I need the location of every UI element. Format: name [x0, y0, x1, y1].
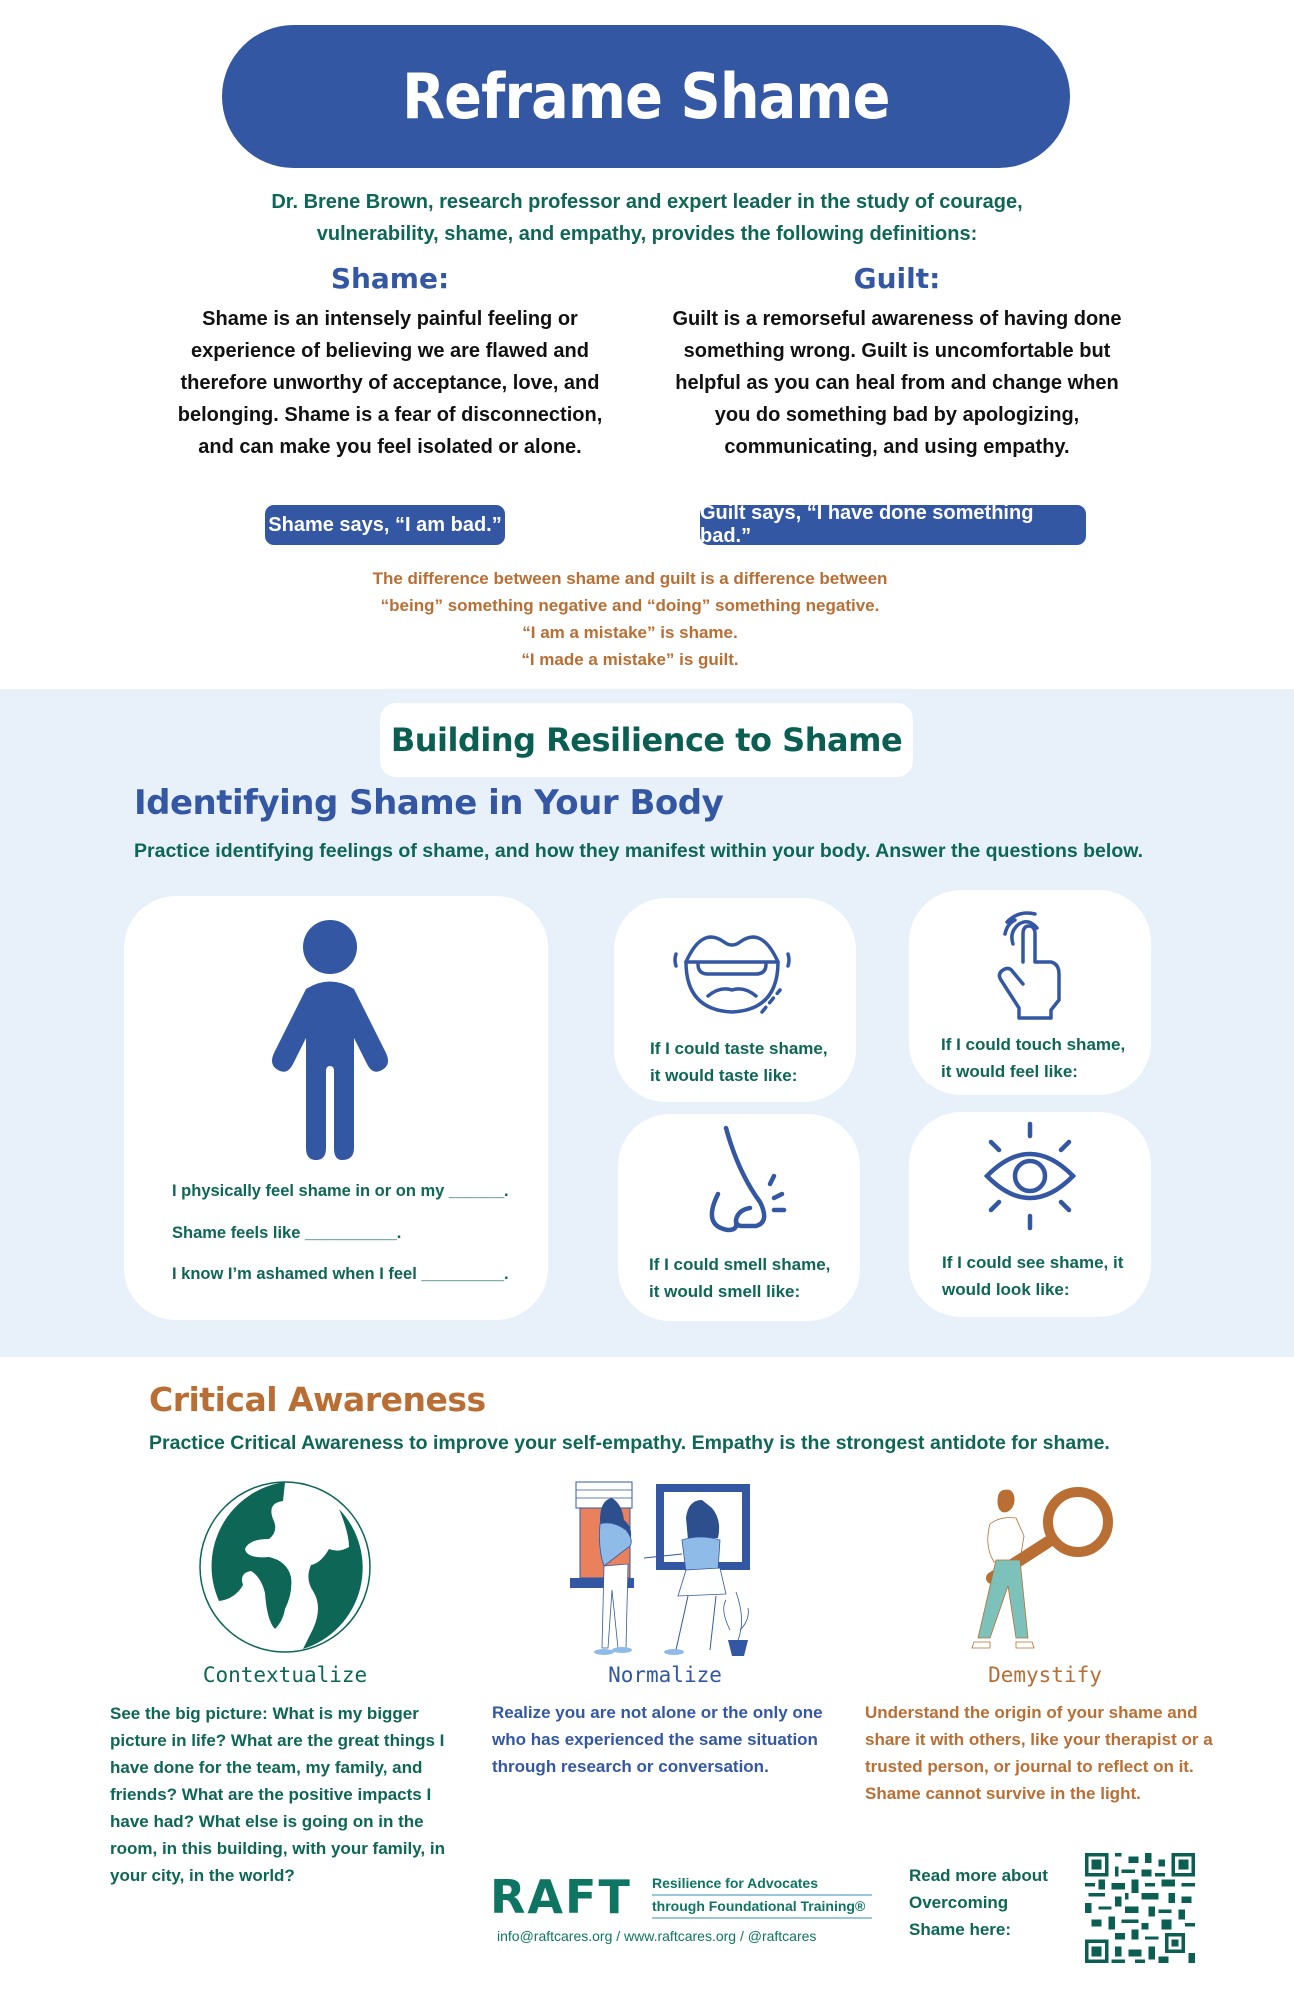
- guilt-definition: Guilt: Guilt is a remorseful awareness o…: [662, 262, 1132, 463]
- intro-line: Dr. Brene Brown, research professor and …: [271, 191, 1023, 213]
- read-more-line: Shame here:: [909, 1920, 1012, 1939]
- touch-line-1: If I could touch shame,: [941, 1035, 1126, 1054]
- shame-line: therefore unworthy of acceptance, love, …: [180, 372, 600, 394]
- touch-hand-icon: [997, 908, 1069, 1020]
- demystify-line: trusted person, or journal to reflect on…: [865, 1757, 1194, 1776]
- raft-tagline: Resilience for Advocates through Foundat…: [652, 1873, 872, 1919]
- contextualize-title: Contextualize: [202, 1663, 368, 1687]
- normalize-line: who has experienced the same situation: [492, 1730, 818, 1749]
- see-line-2: would look like:: [942, 1280, 1070, 1299]
- shame-definition: Shame: Shame is an intensely painful fee…: [160, 262, 620, 463]
- guilt-line: helpful as you can heal from and change …: [675, 372, 1119, 394]
- shame-says-badge: Shame says, “I am bad.”: [265, 505, 505, 545]
- contextualize-line: friends? What are the positive impacts I: [110, 1785, 432, 1804]
- critical-heading: Critical Awareness: [149, 1380, 486, 1419]
- touch-card: If I could touch shame, it would feel li…: [909, 890, 1151, 1095]
- contact-links[interactable]: info@raftcares.org / www.raftcares.org /…: [497, 1928, 817, 1944]
- normalize-text: Realize you are not alone or the only on…: [492, 1699, 823, 1780]
- tagline-divider: [652, 1894, 872, 1896]
- contextualize-line: have done for the team, my family, and: [110, 1758, 423, 1777]
- two-people-talking-icon: [570, 1480, 750, 1656]
- demystify-line: share it with others, like your therapis…: [865, 1730, 1213, 1749]
- contextualize-line: picture in life? What are the great thin…: [110, 1731, 445, 1750]
- demystify-title: Demystify: [988, 1663, 1102, 1687]
- shame-line: experience of believing we are flawed an…: [191, 340, 589, 362]
- intro-line: vulnerability, shame, and empathy, provi…: [316, 223, 978, 245]
- tagline-line-1: Resilience for Advocates: [652, 1875, 818, 1891]
- demystify-text: Understand the origin of your shame and …: [865, 1699, 1213, 1807]
- tagline-divider: [652, 1917, 872, 1919]
- read-more-text: Read more about Overcoming Shame here:: [909, 1862, 1048, 1943]
- smell-line-1: If I could smell shame,: [649, 1255, 831, 1274]
- shame-says-text: Shame says, “I am bad.”: [268, 513, 502, 536]
- shame-body: Shame is an intensely painful feeling or…: [160, 303, 620, 463]
- shame-line: Shame is an intensely painful feeling or: [202, 308, 578, 330]
- taste-card: If I could taste shame, it would taste l…: [614, 898, 856, 1102]
- body-card: I physically feel shame in or on my ____…: [124, 896, 548, 1320]
- demystify-line: Understand the origin of your shame and: [865, 1703, 1198, 1722]
- critical-prompt: Practice Critical Awareness to improve y…: [149, 1432, 1110, 1454]
- shame-line: belonging. Shame is a fear of disconnect…: [177, 404, 603, 426]
- body-question-3: I know I’m ashamed when I feel _________…: [172, 1265, 509, 1283]
- normalize-line: Realize you are not alone or the only on…: [492, 1703, 823, 1722]
- difference-line: “I made a mistake” is guilt.: [521, 650, 739, 669]
- title-banner: Reframe Shame: [222, 25, 1070, 168]
- body-prompt: Practice identifying feelings of shame, …: [134, 840, 1144, 862]
- taste-line-1: If I could taste shame,: [650, 1039, 828, 1058]
- taste-prompt: If I could taste shame, it would taste l…: [650, 1035, 828, 1089]
- mouth-icon: [672, 920, 792, 1020]
- read-more-line: Read more about: [909, 1866, 1048, 1885]
- see-card: If I could see shame, it would look like…: [909, 1112, 1151, 1317]
- guilt-line: you do something bad by apologizing,: [714, 404, 1080, 426]
- contextualize-text: See the big picture: What is my bigger p…: [110, 1700, 445, 1889]
- magnifying-glass-person-icon: [970, 1480, 1120, 1660]
- guilt-says-text: Guilt says, “I have done something bad.”: [700, 502, 1034, 547]
- contextualize-line: See the big picture: What is my bigger: [110, 1704, 419, 1723]
- smell-card: If I could smell shame, it would smell l…: [618, 1114, 860, 1321]
- intro-text: Dr. Brene Brown, research professor and …: [150, 186, 1144, 250]
- nose-icon: [698, 1122, 798, 1242]
- see-prompt: If I could see shame, it would look like…: [942, 1249, 1123, 1303]
- body-question-2: Shame feels like __________.: [172, 1224, 402, 1242]
- shame-line: and can make you feel isolated or alone.: [198, 436, 582, 458]
- demystify-line: Shame cannot survive in the light.: [865, 1784, 1141, 1803]
- resilience-title: Building Resilience to Shame: [390, 721, 903, 759]
- see-line-1: If I could see shame, it: [942, 1253, 1124, 1272]
- person-icon: [268, 916, 392, 1161]
- guilt-body: Guilt is a remorseful awareness of havin…: [662, 303, 1132, 463]
- contextualize-line: room, in this building, with your family…: [110, 1839, 445, 1858]
- eye-icon: [975, 1120, 1085, 1232]
- guilt-says-badge: Guilt says, “I have done something bad.”: [700, 502, 1086, 547]
- shame-title: Shame:: [330, 262, 450, 295]
- guilt-line: Guilt is a remorseful awareness of havin…: [672, 308, 1122, 330]
- guilt-line: communicating, and using empathy.: [724, 436, 1070, 458]
- taste-line-2: it would taste like:: [650, 1066, 798, 1085]
- raft-logo: RAFT: [490, 1870, 632, 1924]
- touch-line-2: it would feel like:: [941, 1062, 1078, 1081]
- body-question-1: I physically feel shame in or on my ____…: [172, 1182, 509, 1200]
- normalize-title: Normalize: [608, 1663, 722, 1687]
- touch-prompt: If I could touch shame, it would feel li…: [941, 1031, 1125, 1085]
- page-title: Reframe Shame: [402, 60, 890, 133]
- body-heading: Identifying Shame in Your Body: [134, 783, 724, 823]
- normalize-line: through research or conversation.: [492, 1757, 769, 1776]
- smell-line-2: it would smell like:: [649, 1282, 801, 1301]
- tagline-line-2: through Foundational Training®: [652, 1898, 866, 1914]
- difference-line: The difference between shame and guilt i…: [372, 569, 888, 588]
- difference-line: “I am a mistake” is shame.: [522, 623, 738, 642]
- read-more-line: Overcoming: [909, 1893, 1009, 1912]
- difference-line: “being” something negative and “doing” s…: [380, 596, 880, 615]
- resilience-banner: Building Resilience to Shame: [380, 703, 913, 777]
- contextualize-line: have had? What else is going on in the: [110, 1812, 424, 1831]
- smell-prompt: If I could smell shame, it would smell l…: [649, 1251, 830, 1305]
- contextualize-line: your city, in the world?: [110, 1866, 295, 1885]
- globe-icon: [199, 1481, 371, 1653]
- guilt-title: Guilt:: [853, 262, 941, 295]
- guilt-line: something wrong. Guilt is uncomfortable …: [683, 340, 1111, 362]
- difference-text: The difference between shame and guilt i…: [250, 565, 1010, 673]
- qr-code-icon[interactable]: [1085, 1853, 1195, 1963]
